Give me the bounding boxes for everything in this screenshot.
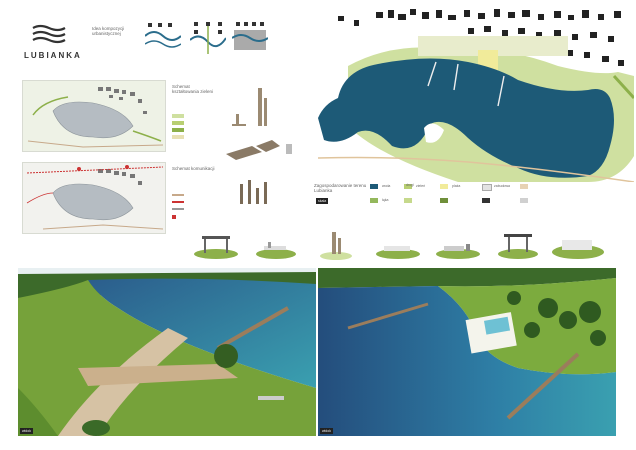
street-furniture-sketches bbox=[226, 88, 292, 204]
legend-swatch bbox=[404, 198, 412, 203]
legend-swatch bbox=[482, 184, 492, 191]
legend-swatch bbox=[520, 184, 528, 189]
legend-swatch bbox=[482, 198, 490, 203]
communication-scheme-map bbox=[22, 162, 166, 234]
pavilion-row bbox=[194, 232, 604, 260]
legend-swatch bbox=[520, 198, 528, 203]
site-plan-map bbox=[318, 6, 634, 182]
greenery-scheme-title: Schemat kształtowania zieleni bbox=[172, 84, 214, 94]
concept-diagram-icon bbox=[232, 22, 268, 50]
communication-legend bbox=[172, 194, 212, 219]
communication-scheme-title: Schemat komunikacji bbox=[172, 166, 215, 171]
logo-text: LUBIANKA bbox=[24, 51, 82, 60]
legend-swatch bbox=[370, 184, 378, 189]
site-plan-legend: woda zieleń plaża zabudowa łąka bbox=[370, 182, 530, 212]
legend-swatch bbox=[404, 184, 412, 189]
legend-swatch bbox=[370, 198, 378, 203]
concept-title: Idea kompozycji urbanistycznej bbox=[92, 26, 125, 36]
legend-label-drogi: drogi bbox=[406, 183, 414, 187]
scale-tag: skala bbox=[316, 198, 329, 204]
legend-swatch bbox=[440, 198, 448, 203]
render-view-left: widok bbox=[18, 268, 316, 436]
concept-diagram-icon bbox=[190, 22, 226, 54]
render-view-right: widok bbox=[318, 268, 616, 436]
legend-swatch bbox=[440, 184, 448, 189]
render-left-tag: widok bbox=[20, 428, 33, 434]
concept-diagram-icon bbox=[145, 23, 181, 48]
render-right-tag: widok bbox=[320, 428, 333, 434]
pavilion-1 bbox=[194, 236, 238, 259]
site-plan-legend-title: Zagospodarowanie terenu Lubianka bbox=[314, 183, 367, 193]
greenery-legend bbox=[172, 114, 212, 139]
lubianka-logo-icon bbox=[32, 24, 66, 44]
greenery-scheme-map bbox=[22, 80, 166, 152]
